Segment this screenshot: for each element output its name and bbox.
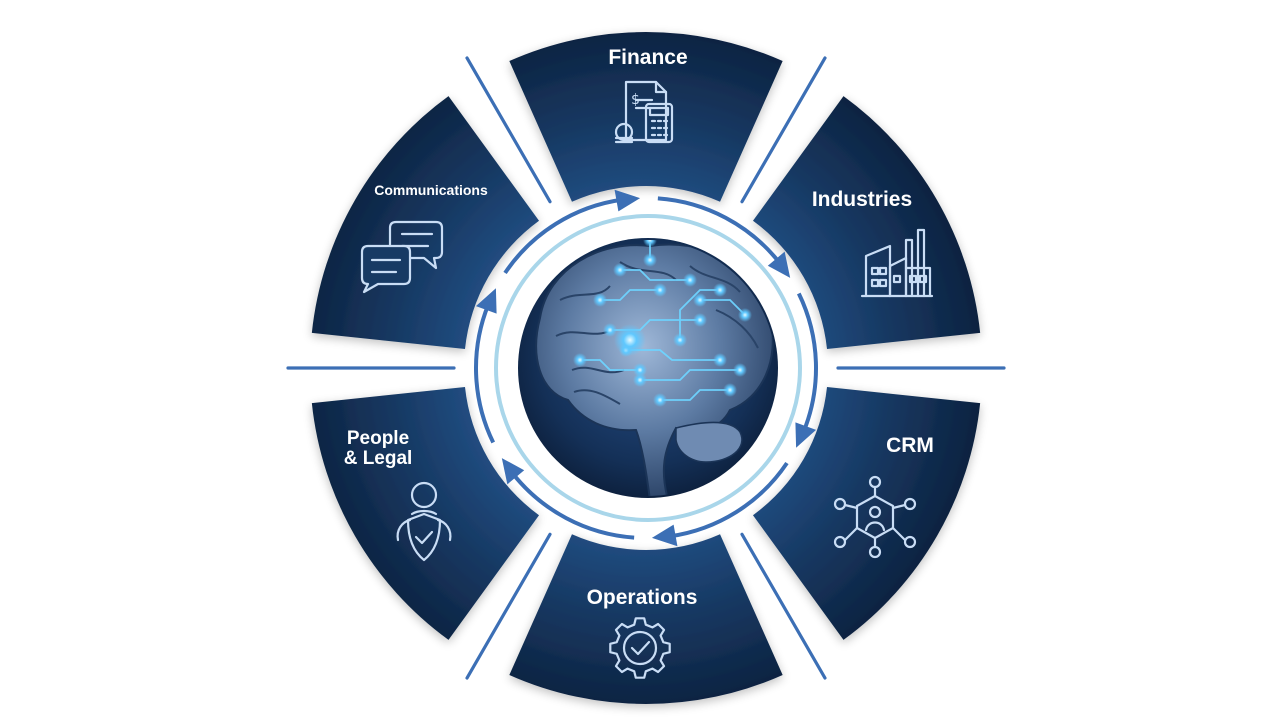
ai-brain-circuit-icon [518, 238, 778, 498]
flow-arc-5 [503, 197, 623, 275]
circuit-trace [580, 359, 640, 371]
segment-operations [509, 534, 783, 704]
circuit-trace [620, 269, 690, 281]
flow-ring [474, 189, 818, 547]
flow-arc-4 [474, 303, 496, 444]
circuit-node [738, 308, 752, 322]
circuit-node [603, 323, 617, 337]
flow-arrow-icon [614, 189, 641, 212]
flow-arc-3 [510, 471, 635, 540]
circuit-trace [626, 349, 720, 361]
circuit-trace [640, 369, 740, 381]
divider-3 [465, 532, 552, 680]
divider-0 [740, 56, 827, 204]
flow-arrow-icon [651, 524, 678, 547]
circuit-node [573, 353, 587, 367]
flow-arc-2 [669, 461, 789, 539]
circuit-trace [679, 289, 720, 340]
flow-arrow-icon [475, 288, 497, 314]
circuit-node [693, 293, 707, 307]
circuit-node [693, 313, 707, 327]
circuit-node [643, 253, 657, 267]
circuit-node [593, 293, 607, 307]
segment-dividers [286, 56, 1006, 680]
flow-arc-1 [796, 292, 818, 433]
flow-arc-0 [657, 196, 782, 265]
circuit-node [733, 363, 747, 377]
circuit-trace [660, 389, 730, 401]
flow-arrow-icon [767, 251, 791, 278]
divider-2 [740, 532, 827, 680]
circuit-trace [700, 299, 746, 316]
circuit-node [673, 333, 687, 347]
circuit-node [613, 263, 627, 277]
circuit-core-glow [614, 324, 646, 356]
divider-5 [465, 56, 552, 204]
circuit-node [653, 283, 667, 297]
circuit-node [683, 273, 697, 287]
circuit-node [653, 393, 667, 407]
circuit-node [643, 240, 657, 247]
circuit-node [633, 373, 647, 387]
flow-arrow-icon [501, 458, 525, 485]
circuit-node [723, 383, 737, 397]
circuit-trace [600, 289, 660, 301]
segment-finance [509, 31, 783, 202]
flow-arrow-icon [795, 422, 817, 448]
circuit-node [713, 353, 727, 367]
circuit-node [713, 283, 727, 297]
circuit-node [633, 363, 647, 377]
